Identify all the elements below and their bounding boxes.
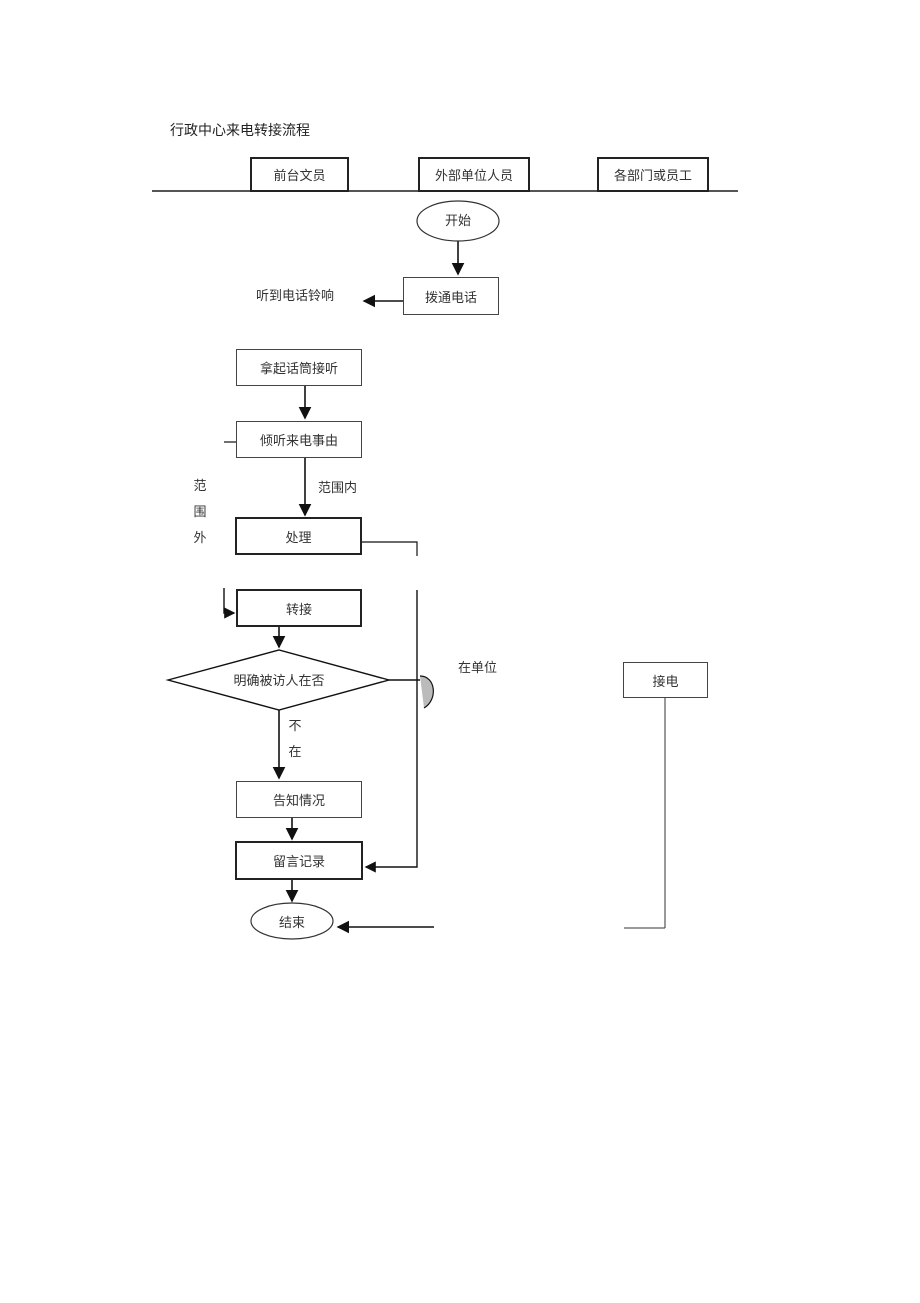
handle-node: 处理 bbox=[235, 517, 362, 555]
message-node: 留言记录 bbox=[235, 841, 363, 880]
decision-node: 明确被访人在否 bbox=[233, 673, 325, 689]
start-ellipse bbox=[416, 200, 500, 242]
transfer-node: 转接 bbox=[236, 589, 362, 627]
at-unit-label: 在单位 bbox=[458, 661, 498, 676]
dial-node: 拨通电话 bbox=[403, 277, 499, 315]
end-ellipse bbox=[250, 902, 334, 940]
pickup-node: 拿起话筒接听 bbox=[236, 349, 362, 386]
lane-front-desk: 前台文员 bbox=[250, 157, 349, 192]
hear-ring-label: 听到电话铃响 bbox=[256, 289, 335, 304]
listen-node: 倾听来电事由 bbox=[236, 421, 362, 458]
page-title: 行政中心来电转接流程 bbox=[170, 123, 310, 139]
edge-right-to-message bbox=[364, 590, 418, 873]
end-node: 结束 bbox=[278, 915, 305, 931]
notify-node: 告知情况 bbox=[236, 781, 362, 818]
curved-arrow-icon bbox=[419, 675, 434, 709]
start-node: 开始 bbox=[444, 213, 471, 229]
edge-out-of-scope bbox=[223, 588, 236, 619]
lane-departments: 各部门或员工 bbox=[597, 157, 709, 192]
in-scope-label: 范围内 bbox=[318, 481, 358, 496]
not-present-label: 不 在 bbox=[288, 719, 302, 760]
out-of-scope-label: 范 围 外 bbox=[193, 479, 207, 546]
answer-node: 接电 bbox=[623, 662, 708, 698]
edge-handle-right bbox=[362, 541, 418, 556]
lane-external: 外部单位人员 bbox=[418, 157, 530, 192]
